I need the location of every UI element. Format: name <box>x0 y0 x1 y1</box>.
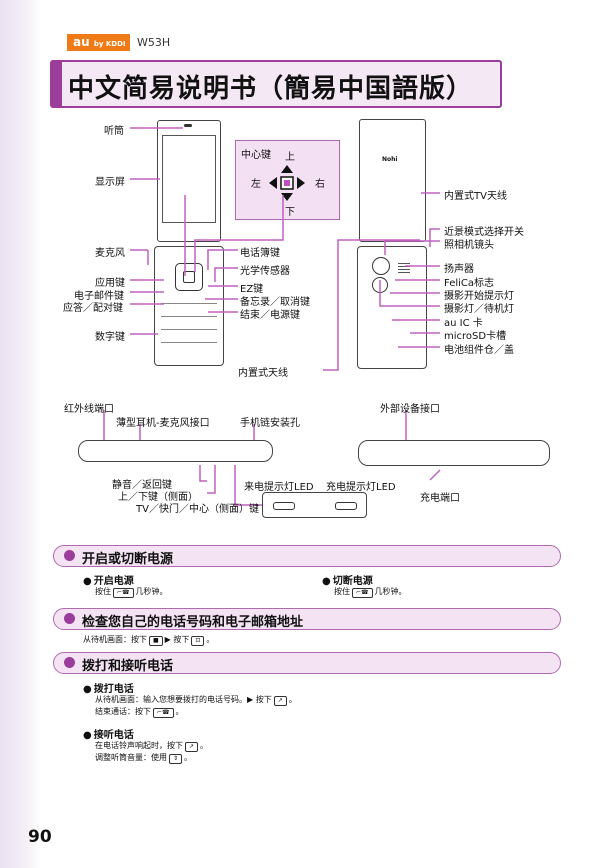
center-key-box: 中心键 上 左 右 下 <box>235 140 340 220</box>
model-name: W53H <box>137 36 171 49</box>
answer-call-line1: 在电话铃声响起时，按下↗。 <box>95 741 209 752</box>
label-speaker: 扬声器 <box>444 264 474 275</box>
dir-up: 上 <box>285 152 295 163</box>
label-answer-key: 应答／配对键 <box>63 303 123 314</box>
label-ext-port: 外部设备接口 <box>380 404 440 415</box>
memo-key-icon: ⊡ <box>191 636 205 646</box>
end-key-icon: ⌐☎ <box>352 588 373 598</box>
label-mail-key: 电子邮件键 <box>74 291 124 302</box>
label-antenna: 内置式天线 <box>238 368 288 379</box>
dir-left: 左 <box>251 179 261 190</box>
section-calls: 拨打和接听电话 <box>53 652 561 674</box>
label-ez-key: EZ键 <box>240 284 264 295</box>
label-up-down: 上／下键（侧面） <box>118 492 198 503</box>
power-on-text: 按住⌐☎几秒钟。 <box>95 587 168 598</box>
led-panel <box>262 492 367 518</box>
section-power: 开启或切断电源 <box>53 545 561 567</box>
label-display: 显示屏 <box>95 177 125 188</box>
call-key-icon: ↗ <box>273 696 287 706</box>
updown-key-icon: ⇕ <box>169 754 183 764</box>
call-key-icon: ↗ <box>185 742 199 752</box>
label-au-ic: au IC 卡 <box>444 318 483 329</box>
label-felica: FeliCa标志 <box>444 278 495 289</box>
label-camera-lens: 照相机镜头 <box>444 240 494 251</box>
dir-down: 下 <box>285 207 295 218</box>
label-end-power: 结束／电源键 <box>240 310 300 321</box>
label-charge-port: 充电端口 <box>420 493 460 504</box>
center-key-icon: ■ <box>149 636 163 646</box>
label-microsd: microSD卡槽 <box>444 331 507 342</box>
label-rec-lamp: 摄影开始提示灯 <box>444 291 514 302</box>
label-num-keys: 数字键 <box>95 332 125 343</box>
label-mute-back: 静音／返回键 <box>112 480 172 491</box>
label-memo-cancel: 备忘录／取消键 <box>240 297 310 308</box>
end-key-icon: ⌐☎ <box>113 588 134 598</box>
side-stripe <box>0 0 42 868</box>
label-charge-led: 充电提示灯LED <box>326 482 396 493</box>
power-off-title: 切断电源 <box>322 572 373 587</box>
label-microphone: 麦克风 <box>95 248 125 259</box>
brand-logo: au by KDDI <box>67 34 130 51</box>
make-call-title: 拨打电话 <box>83 680 134 695</box>
page-title-box: 中文简易说明书（簡易中国語版） <box>50 60 502 108</box>
make-call-line2: 结束通话：按下⌐☎。 <box>95 707 184 718</box>
phone-side-left <box>78 440 273 462</box>
phone-front-lower <box>154 246 224 366</box>
label-earphone-jack: 薄型耳机-麦克风接口 <box>116 418 210 429</box>
label-photo-lamp: 摄影灯／待机灯 <box>444 304 514 315</box>
page-number: 90 <box>28 827 52 847</box>
label-ir-port: 红外线端口 <box>64 404 114 415</box>
label-tv-shutter: TV／快门／中心（侧面）键 <box>136 504 259 515</box>
phone-side-right <box>358 440 550 466</box>
dpad-icon <box>269 165 305 201</box>
label-battery-cover: 电池组件仓／盖 <box>444 345 514 356</box>
section-my-number: 检查您自己的电话号码和电子邮箱地址 <box>53 608 561 630</box>
label-earpiece: 听筒 <box>104 126 124 137</box>
page-title: 中文简易说明书（簡易中国語版） <box>68 74 474 104</box>
power-off-text: 按住⌐☎几秒钟。 <box>334 587 407 598</box>
end-key-icon: ⌐☎ <box>153 708 174 718</box>
answer-call-line2: 调整听筒音量：使用⇕。 <box>95 753 193 764</box>
label-strap-hole: 手机链安装孔 <box>240 418 300 429</box>
label-app-key: 应用键 <box>95 278 125 289</box>
phone-back-lower <box>357 246 427 369</box>
phone-back-upper: Nohi <box>359 119 426 242</box>
dir-right: 右 <box>315 179 325 190</box>
label-light-sensor: 光学传感器 <box>240 266 290 277</box>
answer-call-title: 接听电话 <box>83 726 134 741</box>
phone-front-upper <box>157 120 221 242</box>
my-number-text: 从待机画面：按下■▶ 按下⊡。 <box>83 635 215 646</box>
center-key-label: 中心键 <box>241 150 271 161</box>
label-macro-switch: 近景模式选择开关 <box>444 227 524 238</box>
power-on-title: 开启电源 <box>83 572 134 587</box>
label-phonebook: 电话簿键 <box>240 248 280 259</box>
make-call-line1: 从待机画面：输入您想要拨打的电话号码。▶ 按下↗。 <box>95 695 297 706</box>
label-tv-antenna: 内置式TV天线 <box>444 191 507 202</box>
label-call-led: 来电提示灯LED <box>244 482 314 493</box>
